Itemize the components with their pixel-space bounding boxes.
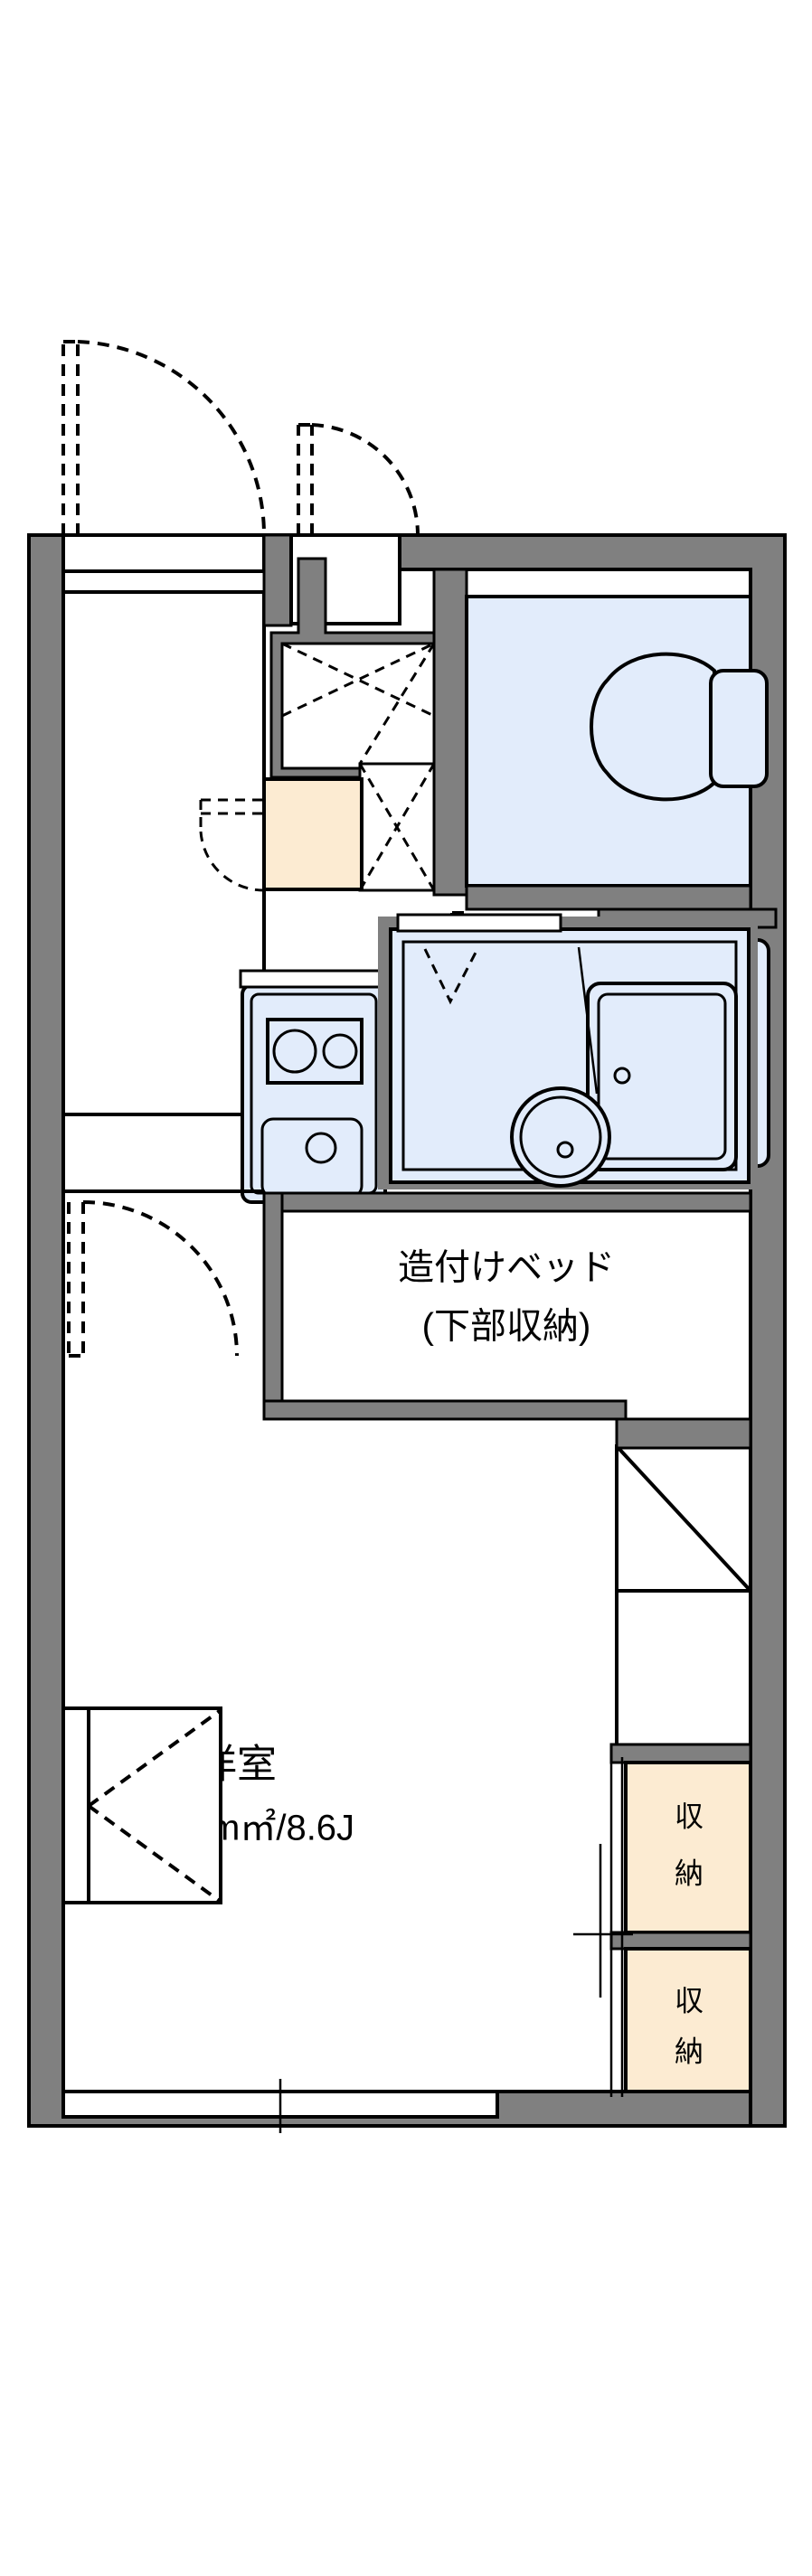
bed-left-wall [262, 1191, 284, 1421]
sink-drain-icon [305, 1132, 337, 1164]
closet-upper [624, 1761, 752, 1934]
genkan-interior-door-swing [199, 798, 265, 892]
entrance-door-swing [61, 340, 266, 536]
kitchen-counter-lip [239, 969, 389, 989]
built-in-bed-label-line2: (下部収納) [422, 1307, 591, 1347]
washbasin-drain-icon [556, 1141, 574, 1159]
bed-top-wall [262, 1191, 752, 1213]
bath-door-opening [396, 913, 562, 933]
toilet-room [432, 568, 769, 911]
closet-lower-label-1: 収 [675, 1984, 703, 2017]
loft-shelf-lower [615, 1589, 752, 1748]
genkan-step-block [262, 777, 364, 891]
stove-burner-large-icon [272, 1029, 317, 1074]
left-window-group [61, 1706, 222, 1904]
loft-top-wall [615, 1417, 752, 1450]
closet-upper-label-2: 納 [675, 1857, 703, 1889]
wall-stub-a [262, 533, 293, 627]
secondary-door-swing-top [297, 423, 420, 536]
main-room-door-swing [67, 1200, 266, 1365]
window-swing-upper [87, 1708, 222, 1808]
closet-lower-label-2: 納 [675, 2035, 703, 2067]
closet-group: 収 納 収 納 [573, 1743, 752, 2097]
built-in-bed-label-line1: 造付けベッド [398, 1248, 615, 1288]
bed-bottom-wall [262, 1399, 628, 1421]
bathtub-inner-icon [597, 992, 727, 1161]
toilet-bottom-wall [465, 884, 752, 911]
washbasin-inner-icon [519, 1095, 602, 1179]
unit-bath-area [378, 913, 758, 1189]
built-in-bed-area: 造付けベッド (下部収納) [262, 1191, 752, 1421]
bathtub-drain-icon [613, 1067, 631, 1085]
bottom-window-group [61, 2079, 499, 2133]
stove-burner-small-icon [322, 1033, 358, 1069]
closet-upper-top-wall [609, 1743, 752, 1764]
bath-door-mark [423, 948, 479, 1005]
window-swing-lower [87, 1804, 222, 1904]
kitchen-area [239, 969, 389, 1204]
shoe-closet-upper [280, 642, 436, 770]
loft-shelf-area [615, 1417, 752, 1748]
left-window-panel [87, 1706, 222, 1904]
entrance-step [262, 777, 364, 891]
left-window-frame [61, 1706, 90, 1904]
vanity-divider [577, 946, 599, 1095]
toilet-left-wall [432, 568, 468, 897]
entrance-door-opening [61, 533, 266, 573]
closet-upper-label-1: 収 [675, 1800, 703, 1832]
toilet-tank-icon [709, 669, 769, 788]
loft-diagonal-mark [615, 1444, 752, 1593]
shoe-closet-sliding-marks [281, 642, 436, 891]
closet-lower [624, 1947, 752, 2093]
toilet-bowl-icon [590, 652, 716, 802]
